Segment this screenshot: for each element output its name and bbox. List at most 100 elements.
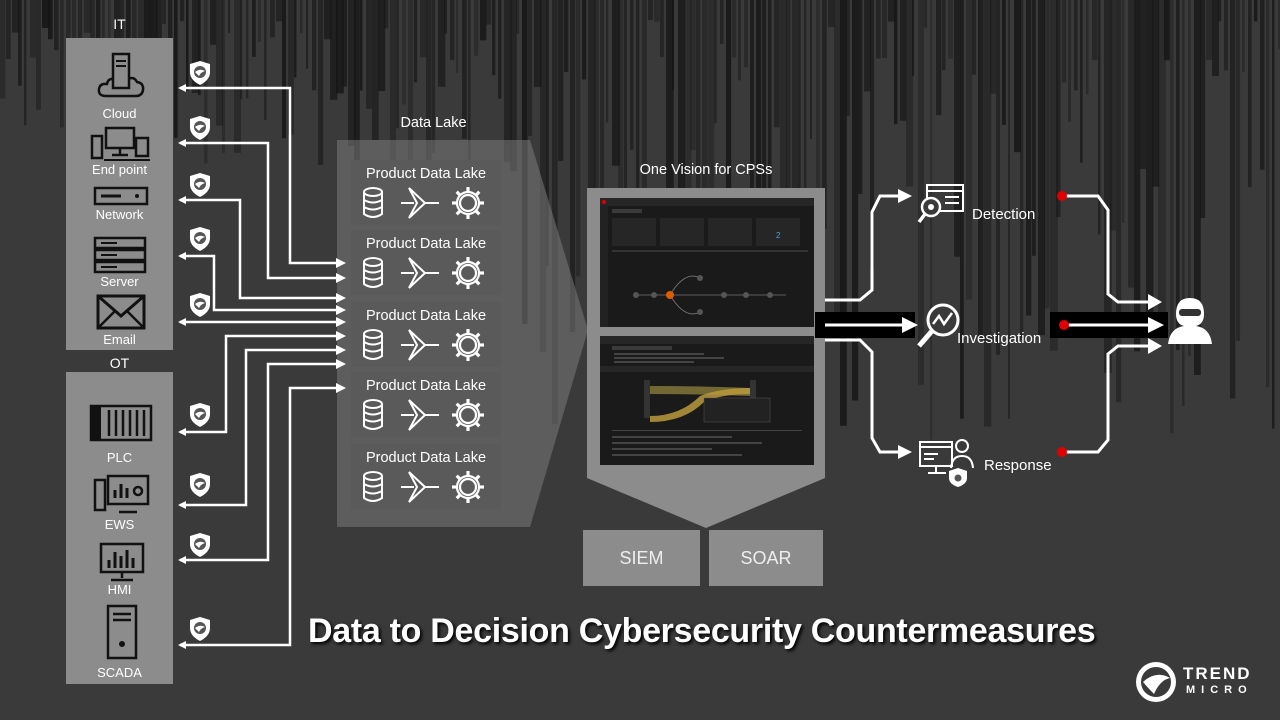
bg-bar (12, 0, 20, 33)
bg-bar (1188, 0, 1191, 356)
bg-bar (846, 0, 850, 117)
bg-bar (432, 0, 436, 153)
bg-bar (294, 0, 297, 78)
bg-bar (936, 0, 942, 116)
bg-bar (462, 0, 467, 139)
bg-bar (450, 0, 455, 61)
bg-bar (1056, 0, 1061, 218)
bg-bar (1212, 0, 1219, 77)
bg-bar (1032, 0, 1036, 256)
label-cloud: Cloud (102, 106, 137, 121)
bg-bar (246, 0, 249, 99)
bg-bar (1104, 0, 1112, 373)
bg-bar (894, 0, 898, 125)
bg-bar (336, 0, 344, 94)
label-ews: EWS (104, 517, 135, 532)
bg-bar (714, 0, 717, 124)
bg-bar (780, 0, 788, 214)
bg-bar (504, 0, 512, 162)
bg-bar (690, 0, 696, 151)
bg-bar (624, 0, 627, 215)
bg-bar (1266, 0, 1270, 388)
bg-bar (318, 0, 324, 165)
bg-bar (510, 0, 517, 172)
bg-bar (324, 0, 332, 40)
bg-bar (726, 0, 732, 244)
it-title: IT (113, 16, 126, 32)
bg-bar (390, 0, 396, 179)
bg-bar (54, 0, 59, 51)
bg-bar (1170, 0, 1174, 434)
bg-bar (384, 0, 389, 29)
bg-bar (1068, 0, 1071, 122)
product-data-lake-3: Product Data Lake (351, 302, 501, 367)
bg-bar (1134, 0, 1141, 352)
bg-bar (1164, 0, 1170, 61)
bg-bar (876, 0, 881, 59)
bg-bar (696, 0, 701, 285)
bg-bar (534, 0, 542, 87)
bg-bar (552, 0, 558, 424)
bg-bar (180, 0, 185, 22)
bg-bar (1086, 0, 1089, 95)
bg-bar (798, 0, 801, 326)
label-server: Server (100, 274, 139, 289)
hmi-icon (99, 542, 145, 582)
product-data-lake-label: Product Data Lake (365, 450, 487, 466)
bg-bar (6, 0, 11, 60)
brand-line2: MICRO (1186, 684, 1253, 696)
bg-bar (414, 0, 418, 83)
bg-bar (348, 0, 356, 146)
label-detection: Detection (972, 206, 1036, 223)
bg-bar (1008, 0, 1011, 419)
bg-bar (750, 0, 754, 194)
product-data-lake-label: Product Data Lake (365, 378, 487, 394)
bg-bar (306, 0, 309, 69)
bg-bar (1152, 0, 1160, 187)
ot-panel (66, 372, 173, 684)
bg-bar (732, 0, 737, 58)
bg-bar (240, 0, 243, 100)
bg-bar (558, 0, 564, 161)
server-icon (93, 236, 147, 274)
bg-bar (258, 0, 261, 42)
bg-bar (738, 0, 741, 81)
product-data-lake-4: Product Data Lake (351, 372, 501, 437)
bg-bar (918, 0, 924, 385)
bg-bar (312, 0, 317, 91)
bg-bar (342, 0, 347, 87)
bg-bar (930, 0, 933, 440)
bg-bar (996, 0, 1001, 355)
label-endpoint: End point (92, 162, 147, 177)
bg-bar (1116, 0, 1122, 403)
bg-bar (588, 0, 596, 337)
bg-bar (426, 0, 432, 166)
product-data-lake-label: Product Data Lake (365, 308, 487, 324)
bg-bar (948, 0, 953, 59)
bg-bar (516, 0, 520, 34)
bg-bar (204, 0, 208, 164)
bg-bar (792, 0, 799, 348)
bg-bar (1092, 0, 1098, 60)
bg-bar (444, 0, 447, 34)
bg-bar (990, 0, 997, 94)
bg-bar (354, 0, 360, 179)
bg-bar (1074, 0, 1078, 91)
bg-bar (1248, 0, 1252, 188)
bg-bar (1098, 0, 1101, 235)
bg-bar (1122, 0, 1125, 223)
bg-bar (630, 0, 634, 150)
hacker-icon (1168, 298, 1212, 344)
bg-bar (834, 0, 841, 315)
data-lake-title: Data Lake (400, 115, 467, 131)
bg-bar (870, 0, 875, 268)
bg-bar (1062, 0, 1067, 83)
bg-bar (1224, 0, 1228, 71)
bg-bar (300, 0, 303, 34)
label-plc: PLC (106, 450, 133, 465)
bg-bar (228, 0, 231, 34)
ot-title: OT (109, 355, 130, 371)
bg-bar (474, 0, 479, 56)
